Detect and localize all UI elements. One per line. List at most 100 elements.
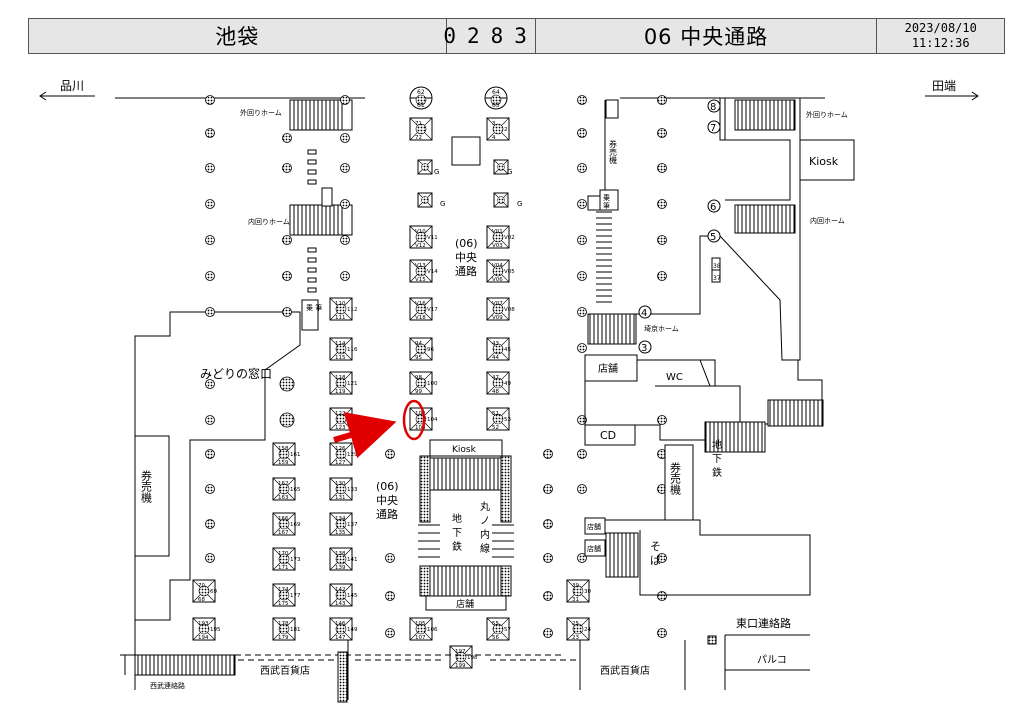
camera-number: 47 xyxy=(492,375,499,381)
camera-number: V02 xyxy=(504,235,515,241)
gate-camera xyxy=(417,192,433,208)
camera-number: 52 xyxy=(492,425,499,431)
pillar xyxy=(577,484,587,494)
camera-number: 30 xyxy=(584,589,591,595)
camera-number: 43 xyxy=(492,341,499,347)
camera-number: V01 xyxy=(492,229,503,235)
platform-number-3: 3 xyxy=(641,343,647,354)
pillar xyxy=(577,163,587,173)
camera-number: 165 xyxy=(290,487,301,493)
pillar xyxy=(279,376,295,392)
camera-number: 171 xyxy=(278,565,289,571)
camera-number: 119 xyxy=(335,389,346,395)
camera-number: 162 xyxy=(278,481,289,487)
camera-number: 194 xyxy=(198,635,209,641)
camera-number: 111 xyxy=(335,315,346,321)
camera-number: 142 xyxy=(335,587,346,593)
pillar xyxy=(385,628,395,638)
highlight-arrow xyxy=(333,412,397,459)
soba-2: ば xyxy=(650,554,661,567)
pillar xyxy=(385,553,395,563)
subway-right-3: 鉄 xyxy=(712,466,722,479)
platform-numbers: 8 7 6 5 4 3 xyxy=(638,99,721,354)
ticket-machine-right: 券売機 xyxy=(669,461,682,496)
pillar xyxy=(340,95,350,105)
bottom-passages xyxy=(124,635,717,703)
pillar xyxy=(577,343,587,353)
camera-number: V16 xyxy=(415,301,426,307)
stairs-inner-left: 内回りホーム xyxy=(248,187,353,236)
camera-number: V11 xyxy=(427,235,438,241)
pillar xyxy=(205,415,215,425)
camera-number: 106 xyxy=(427,627,438,633)
camera-number: 96 xyxy=(427,347,434,353)
camera-number: 181 xyxy=(290,627,301,633)
center-passage-code: (06) xyxy=(455,237,478,250)
shop-small-1: 店舗 xyxy=(587,522,601,531)
camera-number: 121 xyxy=(347,381,358,387)
camera-number: 122 xyxy=(335,411,346,417)
camera-number: 138 xyxy=(335,551,346,557)
camera-number: 68 xyxy=(198,597,205,603)
pillar xyxy=(385,591,395,601)
pillar xyxy=(340,133,350,143)
cd-label: CD xyxy=(600,429,616,442)
camera-number: 143 xyxy=(335,601,346,607)
pillar xyxy=(577,271,587,281)
pillar xyxy=(657,235,667,245)
camera-number: 48 xyxy=(492,389,499,395)
platform-number-4: 4 xyxy=(641,308,647,319)
camera-number: 49 xyxy=(504,381,511,387)
camera-number: 127 xyxy=(335,460,346,466)
pillar xyxy=(279,412,295,428)
camera-number: 56 xyxy=(492,635,499,641)
direction-left: 品川 xyxy=(39,79,95,101)
camera-number: 57 xyxy=(504,627,511,633)
station-code: 0283 xyxy=(443,19,536,53)
pillar xyxy=(657,128,667,138)
pillar xyxy=(577,553,587,563)
camera-number: 55 xyxy=(492,621,499,627)
soba-1: そ xyxy=(650,540,661,553)
camera-number: V07 xyxy=(492,301,503,307)
east-passage-label: 東口連絡路 xyxy=(736,616,791,630)
camera-number: 179 xyxy=(278,635,289,641)
ticket-machine-top: 券売機 xyxy=(609,139,618,165)
camera-number: 45 xyxy=(504,347,511,353)
camera-number: 102 xyxy=(415,411,426,417)
camera-number: 139 xyxy=(335,565,346,571)
pillar xyxy=(577,95,587,105)
camera-number: V08 xyxy=(504,307,515,313)
camera-number: V17 xyxy=(427,307,438,313)
camera-number: 51 xyxy=(492,411,499,417)
camera-number: 158 xyxy=(278,446,289,452)
center-passage-lower-code: (06) xyxy=(376,480,399,493)
center-passage-lower-line1: 中央 xyxy=(376,494,398,507)
camera-number: 170 xyxy=(278,551,289,557)
shop-right-label: 店舗 xyxy=(598,362,618,375)
pillar xyxy=(340,199,350,209)
seibu-right-label: 西武百貨店 xyxy=(600,664,650,677)
camera-number: 166 xyxy=(278,516,289,522)
left-column-markers: 乗 筆 xyxy=(301,149,322,331)
camera-number: 149 xyxy=(347,627,358,633)
camera-number: 135 xyxy=(335,530,346,536)
camera-number: 24 xyxy=(584,627,591,633)
platform-number-7: 7 xyxy=(710,123,716,134)
camera-number: 71 xyxy=(415,121,422,127)
subway-right-1: 地 xyxy=(712,438,722,451)
outer-platform-right-label: 外回りホーム xyxy=(806,110,848,119)
